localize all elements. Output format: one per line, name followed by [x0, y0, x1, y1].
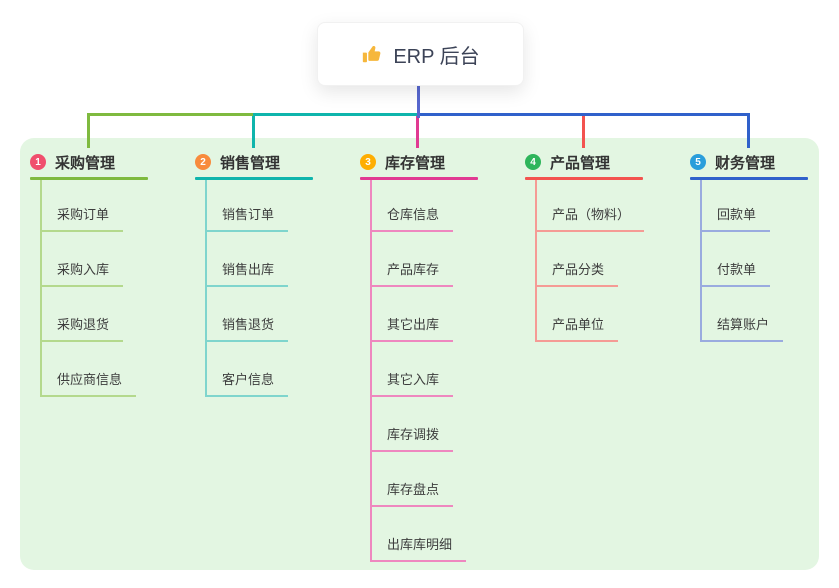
branch-children: 仓库信息 产品库存 其它出库 其它入库 库存调拨 库存盘点 出库库明细: [370, 180, 467, 562]
branch-label: 财务管理: [715, 154, 776, 172]
branch-sales: 2 销售管理 销售订单 销售出库 销售退货 客户信息: [195, 150, 313, 397]
child-node[interactable]: 产品分类: [535, 232, 644, 287]
child-label: 产品库存: [370, 259, 454, 287]
connector-drop-branch-2: [252, 116, 255, 148]
child-node[interactable]: 客户信息: [205, 342, 289, 397]
branch-label: 库存管理: [385, 154, 446, 172]
child-node[interactable]: 采购退货: [40, 287, 136, 342]
branch-underline: [30, 177, 148, 180]
child-node[interactable]: 库存盘点: [370, 452, 466, 507]
connector-horizontal-branch-2: [253, 113, 419, 116]
child-label: 库存调拨: [370, 424, 454, 452]
child-label: 采购入库: [40, 259, 124, 287]
branch-header[interactable]: 4 产品管理: [525, 150, 644, 174]
child-node[interactable]: 采购订单: [40, 180, 136, 232]
connector-drop-branch-3: [416, 116, 419, 148]
child-label: 采购订单: [40, 204, 124, 232]
child-label: 仓库信息: [370, 204, 454, 232]
branch-header[interactable]: 5 财务管理: [690, 150, 808, 174]
branch-children: 销售订单 销售出库 销售退货 客户信息: [205, 180, 289, 397]
branch-label: 销售管理: [220, 154, 281, 172]
branch-children: 回款单 付款单 结算账户: [700, 180, 784, 342]
child-node[interactable]: 产品单位: [535, 287, 644, 342]
branch-product: 4 产品管理 产品（物料） 产品分类 产品单位: [525, 150, 645, 342]
child-label: 供应商信息: [40, 369, 137, 397]
connector-drop-branch-5: [747, 113, 750, 148]
child-node[interactable]: 其它入库: [370, 342, 466, 397]
branch-finance: 5 财务管理 回款单 付款单 结算账户: [690, 150, 808, 342]
child-node[interactable]: 付款单: [700, 232, 783, 287]
branch-label: 采购管理: [55, 154, 116, 172]
branch-label: 产品管理: [550, 154, 611, 172]
child-label: 库存盘点: [370, 479, 454, 507]
branch-children: 采购订单 采购入库 采购退货 供应商信息: [40, 180, 137, 397]
branches-panel: [20, 138, 819, 570]
child-label: 产品（物料）: [535, 204, 645, 232]
child-label: 付款单: [700, 259, 771, 287]
badge-2: 2: [195, 154, 211, 170]
child-label: 产品分类: [535, 259, 619, 287]
child-node[interactable]: 产品（物料）: [535, 180, 645, 232]
child-label: 销售退货: [205, 314, 289, 342]
branch-inventory: 3 库存管理 仓库信息 产品库存 其它出库 其它入库 库存调拨 库存盘点 出库库…: [360, 150, 478, 562]
child-label: 产品单位: [535, 314, 619, 342]
badge-1: 1: [30, 154, 46, 170]
thumbs-up-icon: [361, 43, 383, 65]
child-node[interactable]: 销售退货: [205, 287, 289, 342]
branch-header[interactable]: 1 采购管理: [30, 150, 148, 174]
child-node[interactable]: 回款单: [700, 180, 783, 232]
root-label: ERP 后台: [393, 45, 480, 68]
branch-header[interactable]: 2 销售管理: [195, 150, 313, 174]
child-label: 采购退货: [40, 314, 124, 342]
child-label: 其它入库: [370, 369, 454, 397]
child-label: 回款单: [700, 204, 771, 232]
badge-5: 5: [690, 154, 706, 170]
child-label: 结算账户: [700, 314, 784, 342]
branch-underline: [195, 177, 313, 180]
branch-children: 产品（物料） 产品分类 产品单位: [535, 180, 645, 342]
badge-3: 3: [360, 154, 376, 170]
branch-header[interactable]: 3 库存管理: [360, 150, 478, 174]
root-node[interactable]: ERP 后台: [317, 22, 524, 86]
child-node[interactable]: 采购入库: [40, 232, 136, 287]
child-node[interactable]: 产品库存: [370, 232, 466, 287]
child-label: 出库库明细: [370, 534, 467, 562]
child-label: 销售出库: [205, 259, 289, 287]
branch-purchase: 1 采购管理 采购订单 采购入库 采购退货 供应商信息: [30, 150, 148, 397]
child-label: 销售订单: [205, 204, 289, 232]
child-node[interactable]: 仓库信息: [370, 180, 466, 232]
child-label: 其它出库: [370, 314, 454, 342]
branch-underline: [525, 177, 643, 180]
connector-horizontal-branch-5: [419, 113, 749, 116]
child-label: 客户信息: [205, 369, 289, 397]
connector-horizontal-branch-1: [87, 113, 253, 116]
child-node[interactable]: 销售出库: [205, 232, 289, 287]
child-node[interactable]: 其它出库: [370, 287, 466, 342]
child-node[interactable]: 结算账户: [700, 287, 784, 342]
badge-4: 4: [525, 154, 541, 170]
child-node[interactable]: 库存调拨: [370, 397, 466, 452]
child-node[interactable]: 销售订单: [205, 180, 289, 232]
branch-underline: [360, 177, 478, 180]
branch-underline: [690, 177, 808, 180]
connector-root-vertical: [417, 84, 420, 118]
child-node[interactable]: 出库库明细: [370, 507, 467, 562]
child-node[interactable]: 供应商信息: [40, 342, 137, 397]
connector-drop-branch-1: [87, 113, 90, 148]
connector-drop-branch-4: [582, 116, 585, 148]
